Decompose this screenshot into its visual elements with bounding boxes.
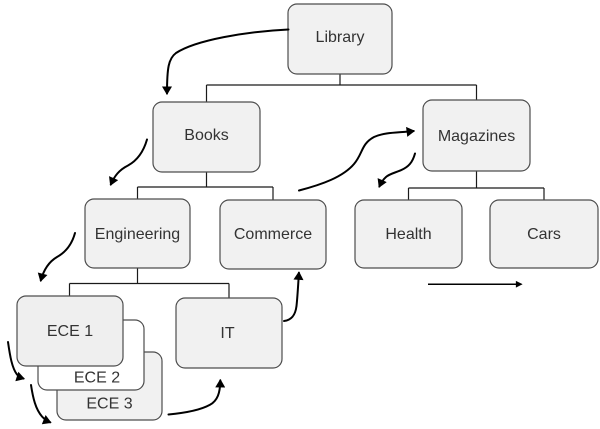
- svg-text:Commerce: Commerce: [234, 226, 312, 243]
- svg-text:Library: Library: [316, 29, 365, 46]
- svg-text:Engineering: Engineering: [95, 226, 180, 243]
- svg-text:ECE 3: ECE 3: [86, 396, 132, 413]
- svg-text:IT: IT: [220, 325, 234, 342]
- svg-text:Books: Books: [184, 127, 228, 144]
- svg-text:ECE 2: ECE 2: [74, 370, 120, 387]
- svg-text:Cars: Cars: [527, 226, 561, 243]
- svg-text:Health: Health: [385, 226, 431, 243]
- svg-text:Magazines: Magazines: [438, 128, 515, 145]
- svg-text:ECE 1: ECE 1: [47, 323, 93, 340]
